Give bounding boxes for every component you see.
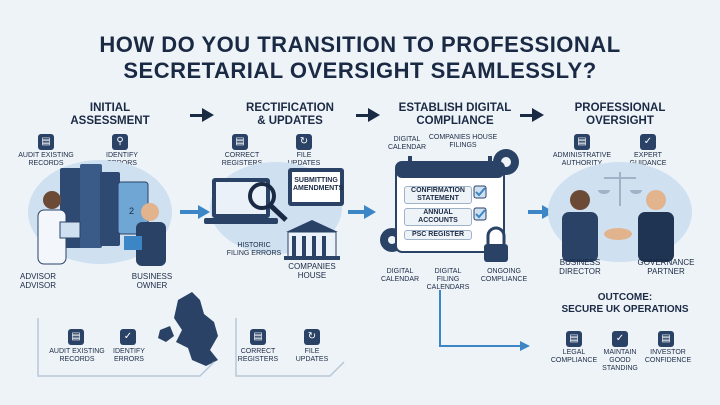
file-updates-label: FILE UPDATES — [287, 152, 321, 167]
check-icon: ✓ — [612, 331, 628, 347]
outcome-heading-line2: SECURE UK OPERATIONS — [561, 304, 689, 315]
refresh-icon: ↻ — [296, 134, 312, 150]
arrow-right-icon — [532, 108, 544, 122]
expert-guidance-label: EXPERT GUIDANCE — [629, 152, 667, 167]
outcome-heading: OUTCOME: SECURE UK OPERATIONS — [540, 292, 710, 316]
flow-arrow-shaft — [528, 210, 544, 214]
page-title-line2: SECRETARIAL OVERSIGHT SEAMLESSLY? — [123, 58, 597, 83]
calendar-row-confirmation: CONFIRMATION STATEMENT — [404, 186, 472, 204]
stage-digital-compliance: ESTABLISH DIGITAL COMPLIANCE — [380, 102, 530, 128]
audit-records-label: AUDIT EXISTING RECORDS — [18, 152, 74, 167]
stage-label-line2: OVERSIGHT — [586, 115, 654, 127]
digital-calendar-top-label: DIGITAL CALENDAR — [387, 136, 427, 151]
svg-text:2: 2 — [129, 206, 134, 216]
calendar-row-psc-register: PSC REGISTER — [404, 230, 472, 240]
flow-arrow-shaft — [348, 210, 366, 214]
outcome-good-standing: MAINTAIN GOOD STANDING — [602, 349, 638, 372]
stage-professional-oversight: PROFESSIONAL OVERSIGHT — [555, 102, 685, 128]
arrow-shaft — [356, 114, 370, 117]
stage-label-line1: INITIAL — [89, 102, 131, 114]
bottom-correct-registers: CORRECT REGISTERS — [237, 348, 279, 363]
arrow-shaft — [190, 114, 204, 117]
companies-house-label: COMPANIES HOUSE — [288, 262, 336, 280]
document-icon: ▤ — [658, 331, 674, 347]
ongoing-compliance-label: ONGOING COMPLIANCE — [480, 268, 528, 283]
bottom-file-updates: FILE UPDATES — [295, 348, 329, 363]
outcome-investor-confidence: INVESTOR CONFIDENCE — [644, 349, 692, 364]
check-icon: ✓ — [120, 329, 136, 345]
document-icon: ▤ — [566, 331, 582, 347]
stage-label-line2: COMPLIANCE — [416, 115, 494, 127]
companies-house-filings-label: COMPANIES HOUSE FILINGS — [428, 134, 498, 149]
arrow-right-icon — [368, 108, 380, 122]
calendar-row-annual-accounts: ANNUAL ACCOUNTS — [404, 208, 472, 226]
flow-arrow-icon — [198, 205, 210, 219]
stage-label-line2: ASSESSMENT — [70, 115, 150, 127]
stage-rectification: RECTIFICATION & UPDATES — [220, 102, 360, 128]
digital-calendar-label: DIGITAL CALENDAR — [380, 268, 420, 283]
magnifier-icon: ⚲ — [112, 134, 128, 150]
arrow-right-icon — [202, 108, 214, 122]
correct-registers-label: CORRECT REGISTERS — [221, 152, 263, 167]
check-icon: ✓ — [640, 134, 656, 150]
stage-label-line1: RECTIFICATION — [246, 102, 334, 114]
bottom-identify-errors: IDENTIFY ERRORS — [113, 348, 145, 363]
document-icon: ▤ — [250, 329, 266, 345]
governance-partner-label: GOVERNANCE PARTNER — [637, 258, 695, 276]
historic-filing-errors-label: HISTORIC FILING ERRORS — [226, 242, 282, 257]
flow-arrow-icon — [364, 205, 376, 219]
flow-arrow-shaft — [180, 210, 200, 214]
advisor-label-bottom: ADVISOR — [19, 281, 56, 290]
arrow-shaft — [520, 114, 534, 117]
document-icon: ▤ — [38, 134, 54, 150]
business-director-label: BUSINESS DIRECTOR — [559, 258, 601, 276]
refresh-icon: ↻ — [304, 329, 320, 345]
page-title-line1: HOW DO YOU TRANSITION TO PROFESSIONAL — [99, 32, 621, 57]
document-icon: ▤ — [68, 329, 84, 345]
bottom-audit-records: AUDIT EXISTING RECORDS — [49, 348, 105, 363]
business-owner-label: BUSINESS OWNER — [131, 272, 173, 290]
digital-filing-calendars-label: DIGITAL FILING CALENDARS — [426, 268, 470, 291]
outcome-heading-line1: OUTCOME: — [597, 292, 653, 303]
advisor-label-top: ADVISOR — [19, 272, 56, 281]
submitting-amendments-label: SUBMITTING AMENDMENTS — [293, 177, 344, 192]
stage-initial-assessment: INITIAL ASSESSMENT — [40, 102, 180, 128]
administrative-authority-label: ADMINISTRATIVE AUTHORITY — [552, 152, 612, 167]
document-icon: ▤ — [232, 134, 248, 150]
stage-label-line1: PROFESSIONAL — [574, 102, 666, 114]
outcome-legal-compliance: LEGAL COMPLIANCE — [550, 349, 598, 364]
stage-label-line1: ESTABLISH DIGITAL — [398, 102, 512, 114]
stage-label-line2: & UPDATES — [257, 115, 323, 127]
document-icon: ▤ — [574, 134, 590, 150]
